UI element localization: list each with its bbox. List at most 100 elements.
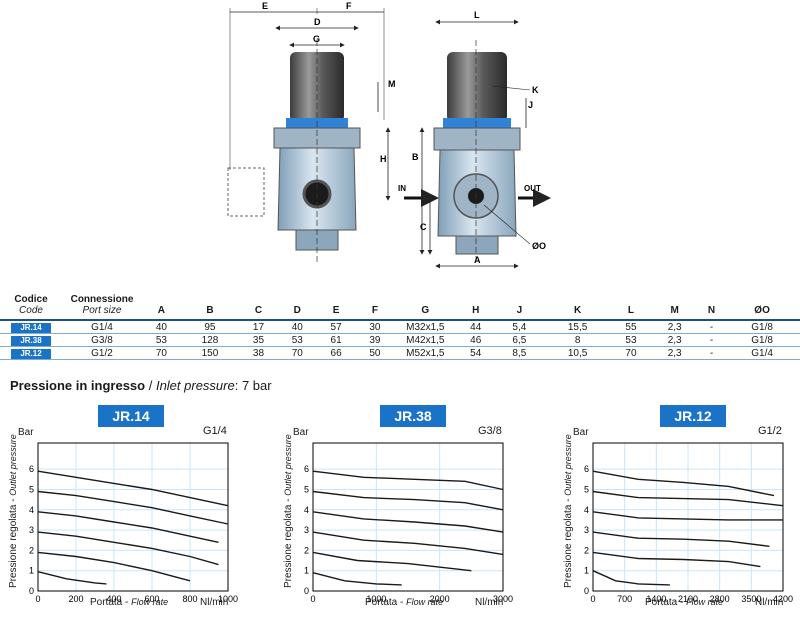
cell-connection: G1/4 bbox=[62, 320, 142, 334]
series-line-1 bbox=[312, 572, 402, 586]
y-unit-label: Bar bbox=[573, 427, 589, 438]
x-tick-label: 800 bbox=[182, 594, 197, 604]
cell-connection: G1/2 bbox=[62, 346, 142, 360]
dim-L: L bbox=[474, 10, 480, 20]
cell-k: 10,5 bbox=[543, 346, 612, 360]
cell-g: M42x1,5 bbox=[394, 333, 457, 347]
chart-title-badge: JR.14 bbox=[98, 405, 164, 427]
dimension-table: Codice Code Connessione Port size A B C … bbox=[0, 286, 800, 360]
cell-k: 8 bbox=[543, 333, 612, 347]
series-line-6 bbox=[37, 470, 229, 507]
y-tick-label: 4 bbox=[304, 505, 309, 515]
cell-n: - bbox=[698, 333, 725, 347]
header-M: M bbox=[670, 305, 679, 316]
y-tick-label: 6 bbox=[584, 464, 589, 474]
x-axis-title: Portata - Flow rate bbox=[645, 597, 723, 608]
y-tick-label: 1 bbox=[29, 566, 34, 576]
series-line-6 bbox=[312, 470, 504, 491]
cell-f: 39 bbox=[355, 333, 395, 347]
cell-d: 70 bbox=[277, 346, 317, 360]
series-line-4 bbox=[312, 511, 504, 533]
series-line-5 bbox=[312, 490, 504, 511]
series-line-3 bbox=[312, 531, 504, 556]
x-tick-label: 2100 bbox=[678, 594, 698, 604]
cell-l: 70 bbox=[611, 346, 651, 360]
y-tick-label: 0 bbox=[584, 586, 589, 596]
series-line-5 bbox=[592, 490, 784, 507]
header-G: G bbox=[421, 305, 430, 316]
y-tick-label: 6 bbox=[29, 464, 34, 474]
x-tick-label: 1400 bbox=[646, 594, 666, 604]
x-tick-label: 0 bbox=[310, 594, 315, 604]
chart-port-size: G3/8 bbox=[478, 425, 502, 437]
x-tick-label: 2000 bbox=[430, 594, 450, 604]
x-tick-label: 2800 bbox=[710, 594, 730, 604]
dim-E: E bbox=[262, 1, 268, 11]
dim-B: B bbox=[412, 152, 419, 162]
header-C: C bbox=[254, 305, 263, 316]
y-unit-label: Bar bbox=[293, 427, 309, 438]
series-line-2 bbox=[312, 551, 472, 572]
cell-c: 17 bbox=[239, 320, 278, 334]
x-tick-label: 1000 bbox=[218, 594, 238, 604]
chart-port-size: G1/2 bbox=[758, 425, 782, 437]
series-line-5 bbox=[37, 490, 229, 525]
y-tick-label: 1 bbox=[304, 566, 309, 576]
x-unit-label: Nl/min bbox=[475, 597, 504, 608]
dim-A: A bbox=[474, 255, 481, 265]
cell-g: M52x1,5 bbox=[394, 346, 457, 360]
x-unit-label: Nl/min bbox=[200, 597, 229, 608]
plot-border bbox=[592, 442, 784, 592]
technical-drawings: E F D G M H L K J B C A ØO IN OUT bbox=[227, 1, 551, 269]
y-tick-label: 2 bbox=[584, 545, 589, 555]
chart-title-badge: JR.38 bbox=[380, 405, 446, 427]
cell-n: - bbox=[698, 346, 725, 360]
plot-border bbox=[312, 442, 504, 592]
cell-oo: G1/8 bbox=[724, 333, 800, 347]
cell-j: 6,5 bbox=[495, 333, 544, 347]
cell-c: 38 bbox=[239, 346, 278, 360]
pressure-label-en: Inlet pressure bbox=[155, 378, 235, 393]
cell-e: 66 bbox=[316, 346, 356, 360]
pressure-sep: / bbox=[145, 378, 156, 393]
header-N: N bbox=[707, 305, 716, 316]
cell-h: 54 bbox=[456, 346, 496, 360]
cell-h: 44 bbox=[456, 320, 496, 334]
x-tick-label: 0 bbox=[35, 594, 40, 604]
cell-e: 61 bbox=[316, 333, 356, 347]
cell-e: 57 bbox=[316, 320, 356, 334]
chart-title-badge: JR.12 bbox=[660, 405, 726, 427]
header-F: F bbox=[371, 305, 378, 316]
x-tick-label: 3500 bbox=[741, 594, 761, 604]
y-tick-label: 6 bbox=[304, 464, 309, 474]
code-badge: JR.12 bbox=[11, 348, 51, 359]
header-B: B bbox=[206, 305, 214, 316]
cell-l: 55 bbox=[611, 320, 651, 334]
y-tick-label: 4 bbox=[584, 505, 589, 515]
in-label: IN bbox=[398, 184, 406, 193]
y-tick-label: 2 bbox=[29, 545, 34, 555]
y-tick-label: 5 bbox=[304, 484, 309, 494]
pressure-value: : 7 bar bbox=[234, 378, 272, 393]
cell-code: JR.14 bbox=[0, 320, 62, 334]
dim-G: G bbox=[313, 34, 320, 44]
cell-oo: G1/4 bbox=[724, 346, 800, 360]
plot-border bbox=[37, 442, 229, 592]
header-H: H bbox=[472, 305, 480, 316]
series-line-1 bbox=[592, 570, 670, 586]
y-tick-label: 3 bbox=[29, 525, 34, 535]
y-tick-label: 0 bbox=[29, 586, 34, 596]
x-axis-title-en: Flow rate bbox=[131, 597, 169, 607]
cell-a: 40 bbox=[142, 320, 181, 334]
x-tick-label: 200 bbox=[68, 594, 83, 604]
y-tick-label: 5 bbox=[29, 484, 34, 494]
header-J: J bbox=[516, 305, 523, 316]
cell-b: 128 bbox=[180, 333, 240, 347]
series-line-1 bbox=[37, 571, 107, 585]
